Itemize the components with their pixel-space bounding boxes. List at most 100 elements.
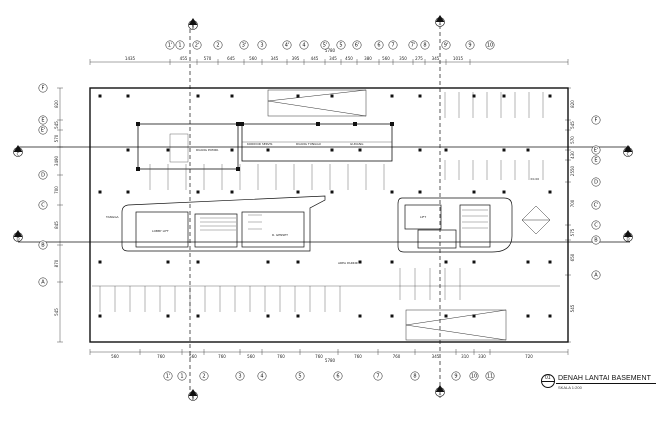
grid-bubble-top-12: 6: [374, 40, 384, 50]
svg-text:E': E': [41, 128, 46, 134]
dim-top-1: 1435: [125, 56, 136, 61]
section-marker-right-lower: D: [623, 230, 633, 242]
svg-text:4': 4': [285, 43, 290, 49]
svg-text:10: 10: [487, 43, 493, 49]
dim-bottom-6: 760: [277, 354, 285, 359]
level-label: ±0.00: [530, 177, 539, 181]
svg-text:E: E: [41, 118, 44, 124]
grid-bubble-bottom-6: 5: [295, 371, 305, 381]
grid-bubble-top-16: 9': [441, 40, 451, 50]
svg-text:2: 2: [216, 43, 219, 49]
svg-text:3': 3': [242, 43, 247, 49]
svg-text:4: 4: [260, 374, 263, 380]
grid-bubble-top-14: 7': [408, 40, 418, 50]
dim-top-8: 445: [311, 56, 319, 61]
dim-bottom-11: 310: [461, 354, 469, 359]
dim-right-4: 430: [570, 151, 575, 159]
dim-left-3: 570: [54, 134, 59, 142]
svg-text:1: 1: [180, 374, 183, 380]
svg-text:10: 10: [471, 374, 477, 380]
grid-bubble-bottom-4: 3: [235, 371, 245, 381]
dim-bottom-10: 345: [432, 354, 440, 359]
section-marker-left-lower: D: [13, 230, 23, 242]
grid-bubble-left-2: E: [38, 115, 48, 125]
grid-bubble-top-7: 4': [282, 40, 292, 50]
svg-text:C: C: [627, 152, 630, 157]
grid-bubble-left-1: F: [38, 83, 48, 93]
dim-left-6: 845: [54, 221, 59, 229]
dim-left-8: 545: [54, 308, 59, 316]
grid-bubble-top-5: 3': [239, 40, 249, 50]
dim-right-3: 570: [570, 136, 575, 144]
grid-bubble-top-17: 9: [465, 40, 475, 50]
svg-text:7': 7': [411, 43, 416, 49]
grid-bubble-top-13: 7: [388, 40, 398, 50]
grid-bubbles-right: FE'EDC'CBA: [591, 115, 601, 280]
grid-bubble-top-10: 5: [336, 40, 346, 50]
dim-top-7: 395: [292, 56, 300, 61]
svg-text:1': 1': [166, 374, 171, 380]
grid-bubble-right-5: C': [591, 200, 601, 210]
svg-text:F: F: [42, 86, 45, 92]
svg-text:A: A: [439, 22, 442, 27]
grid-bubble-right-8: A: [591, 270, 601, 280]
dim-top-14: 275: [415, 56, 423, 61]
svg-text:5: 5: [298, 374, 301, 380]
dim-top-15: 345: [432, 56, 440, 61]
dim-bottom-4: 760: [218, 354, 226, 359]
grid-bubble-top-4: 2: [213, 40, 223, 50]
svg-text:6: 6: [377, 43, 380, 49]
svg-text:D: D: [594, 180, 598, 186]
section-marker-right-upper: C: [623, 145, 633, 157]
section-markers: B A B A C D C D: [13, 15, 633, 401]
svg-text:A: A: [41, 280, 45, 286]
grid-bubble-left-3: E': [38, 125, 48, 135]
sheet-number: 01: [545, 375, 551, 381]
svg-text:E': E': [594, 148, 599, 154]
bubble-divider: [542, 381, 554, 382]
dim-top-11: 380: [364, 56, 372, 61]
grid-bubble-top-6: 3: [257, 40, 267, 50]
svg-text:D: D: [626, 237, 629, 242]
ramp-bottom: [405, 309, 507, 341]
svg-text:A: A: [594, 273, 598, 279]
structural-columns: [98, 94, 552, 318]
svg-text:E: E: [594, 158, 597, 164]
svg-text:C: C: [17, 152, 20, 157]
svg-text:D: D: [41, 173, 45, 179]
service-corridor-upper: [137, 123, 393, 170]
svg-text:B: B: [594, 238, 598, 244]
svg-text:4: 4: [302, 43, 305, 49]
svg-text:5: 5: [339, 43, 342, 49]
dim-bottom-5: 560: [247, 354, 255, 359]
svg-text:A: A: [439, 392, 442, 397]
parking-label: AREA PARKIR: [338, 261, 358, 265]
svg-text:7: 7: [376, 374, 379, 380]
dim-bottom-3: 560: [189, 354, 197, 359]
svg-text:6: 6: [336, 374, 339, 380]
svg-text:1': 1': [168, 43, 173, 49]
dim-right-6: 700: [570, 199, 575, 207]
dim-right-9: 545: [570, 304, 575, 312]
drawing-title: DENAH LANTAI BASEMENT: [558, 375, 651, 382]
section-marker-top-left: B: [188, 18, 198, 30]
dim-top-3: 570: [204, 56, 212, 61]
dim-right-5: 2550: [570, 165, 575, 176]
core-left: [121, 195, 326, 252]
dim-right-8: 650: [570, 253, 575, 261]
grid-bubble-bottom-12: 11: [485, 371, 495, 381]
svg-text:1: 1: [178, 43, 181, 49]
dim-right-2: 545: [570, 121, 575, 129]
service-corridor-upper-inner: [169, 133, 392, 163]
dim-top-4: 645: [227, 56, 235, 61]
svg-text:9: 9: [468, 43, 471, 49]
dim-top-5: 560: [249, 56, 257, 61]
svg-text:6': 6': [355, 43, 360, 49]
drawing-title-block: 01 DENAH LANTAI BASEMENT SKALA 1:200: [540, 371, 658, 397]
grid-bubble-bottom-11: 10: [469, 371, 479, 381]
